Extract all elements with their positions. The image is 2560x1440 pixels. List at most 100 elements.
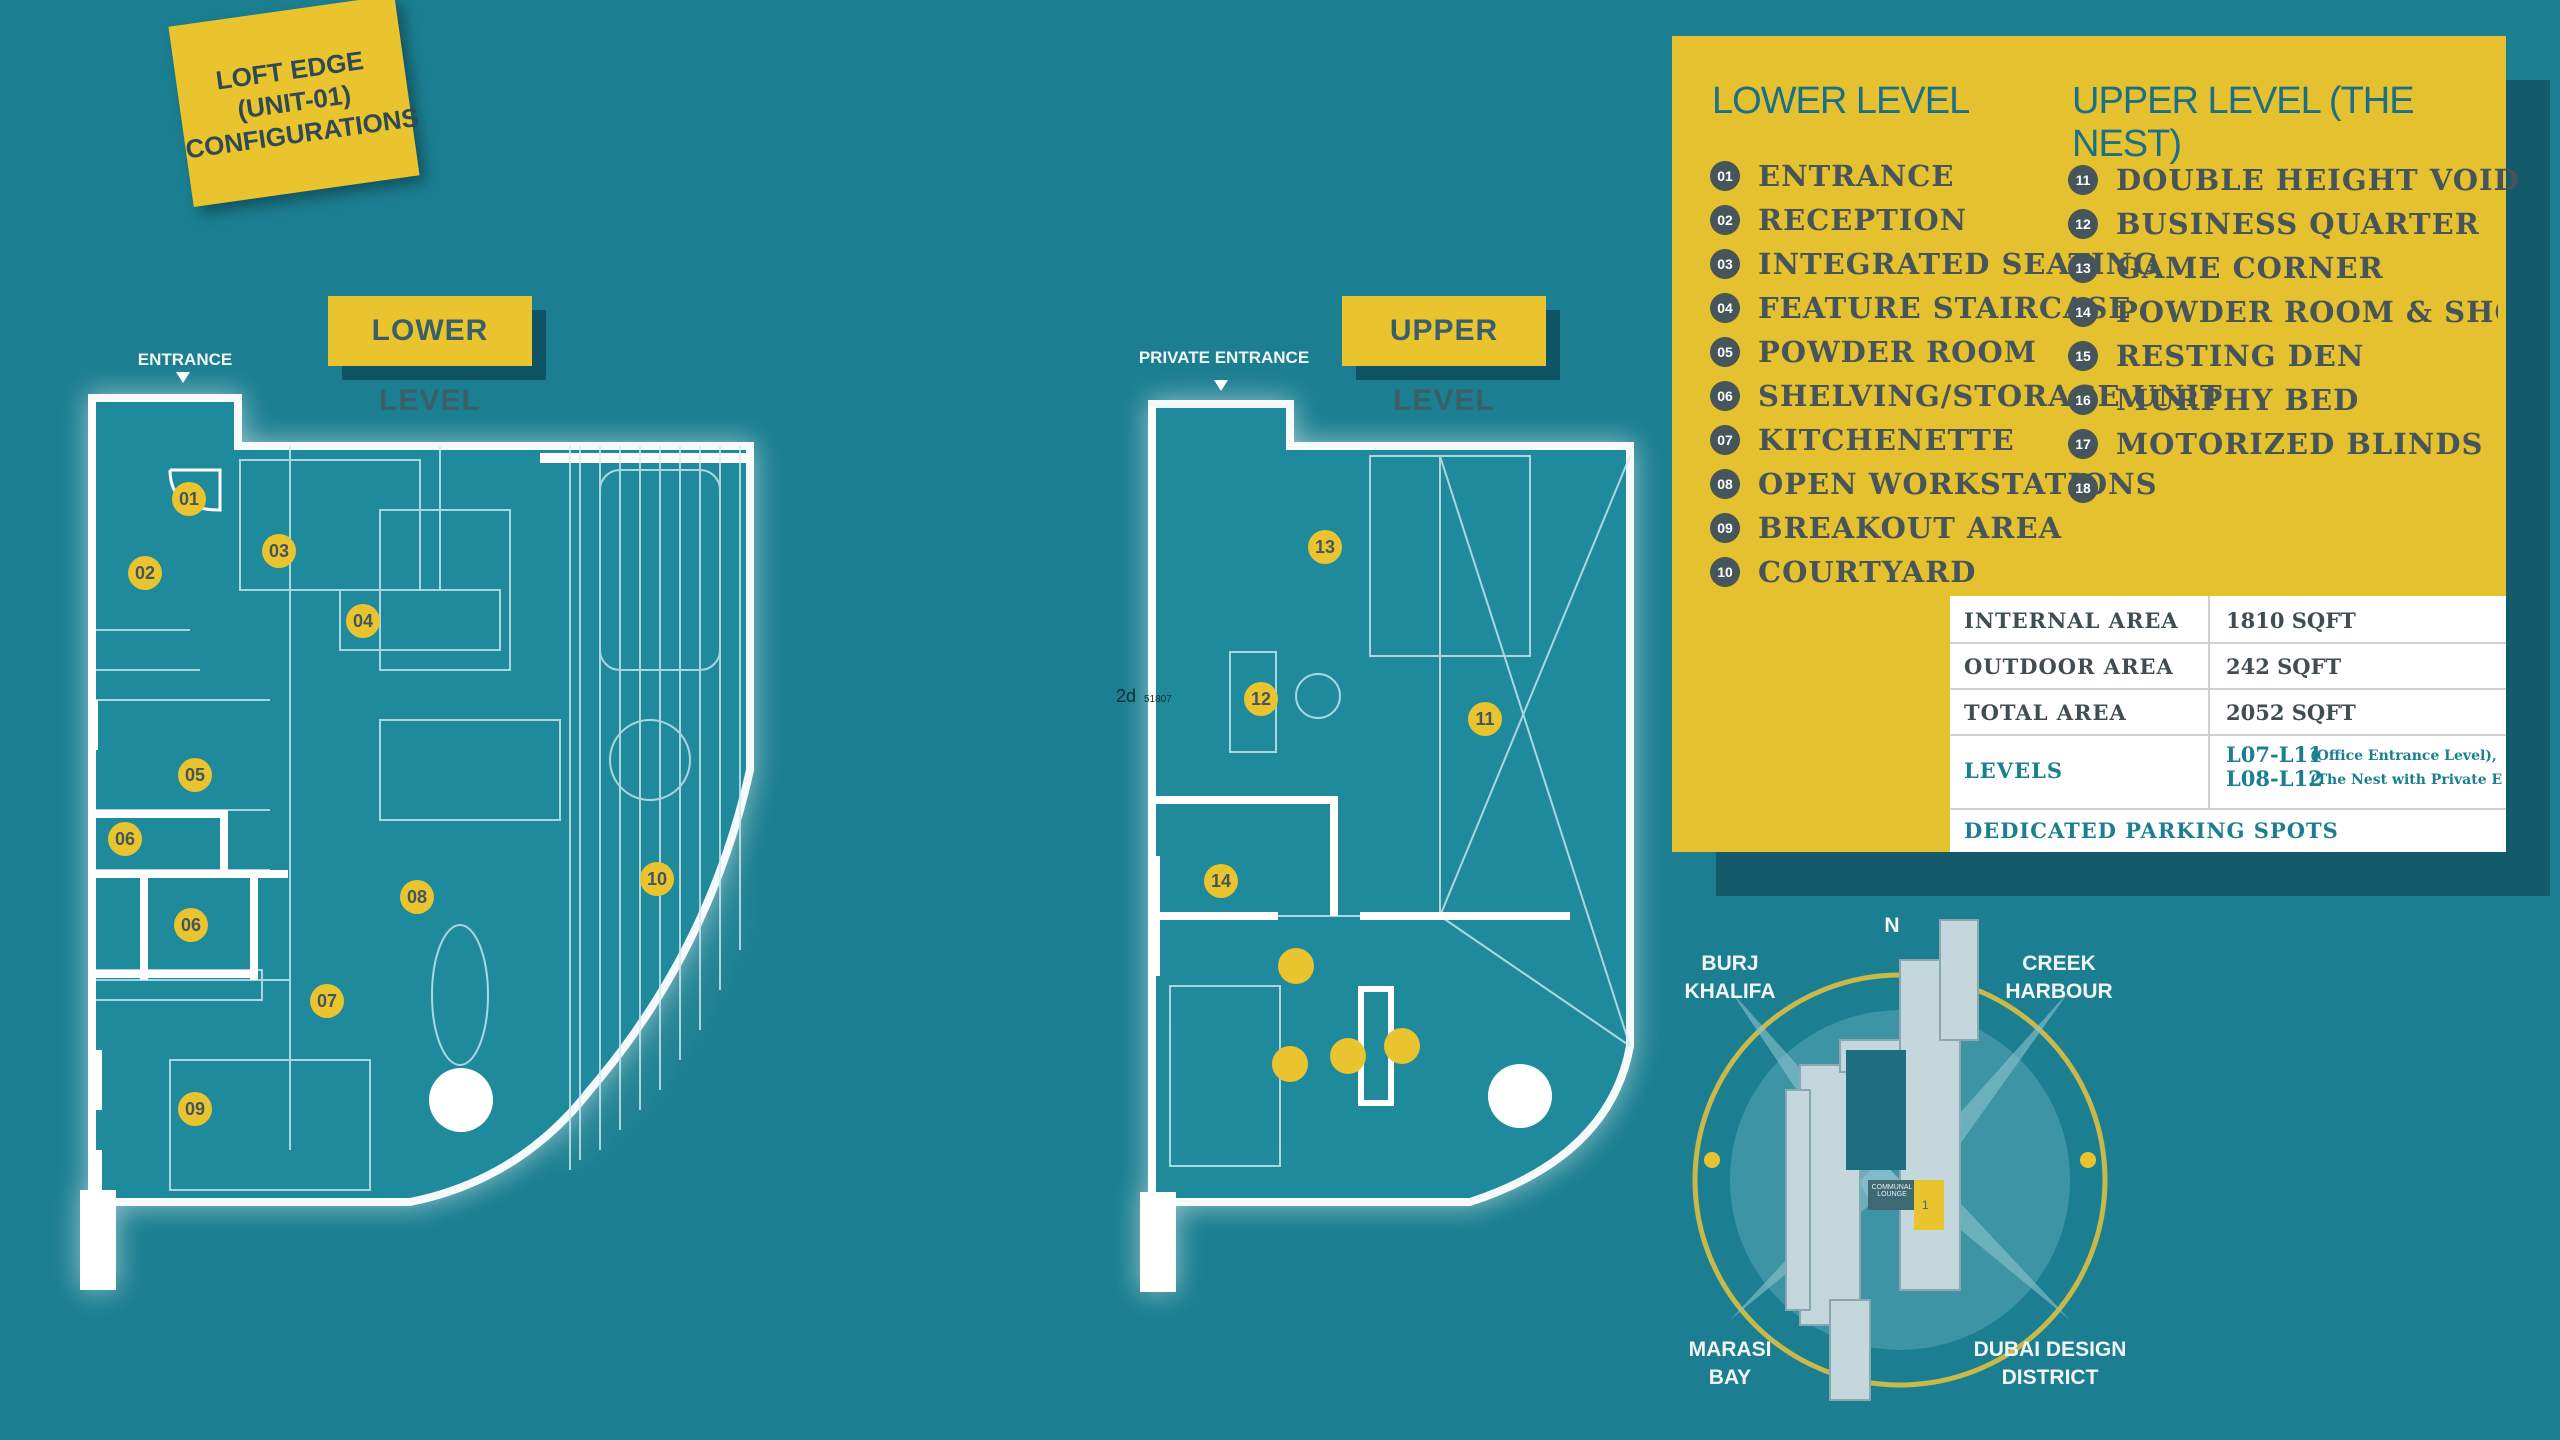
legend-num: 18 xyxy=(2068,473,2098,503)
legend-item-05: 05 POWDER ROOM xyxy=(1710,332,2037,372)
legend-num: 13 xyxy=(2068,253,2098,283)
legend-label: DOUBLE HEIGHT VOID xyxy=(2116,163,2520,197)
legend-num: 01 xyxy=(1710,161,1740,191)
levels-note-2: (The Nest with Private Entrance) xyxy=(2310,772,2502,788)
lower-badge-09: 09 xyxy=(178,1092,212,1126)
upper-badge-13: 13 xyxy=(1308,530,1342,564)
legend-num: 05 xyxy=(1710,337,1740,367)
legend-item-10: 10 COURTYARD xyxy=(1710,552,1976,592)
burj-khalifa-label: BURJ KHALIFA xyxy=(1684,952,1776,1003)
legend-item-07: 07 KITCHENETTE xyxy=(1710,420,2015,460)
unit-marker: 1 xyxy=(1922,1198,1929,1212)
lower-floor-plan: 01 02 03 04 05 06 06 07 08 09 10 xyxy=(70,390,770,1320)
area-row-levels: LEVELS L07-L11 (Office Entrance Level), … xyxy=(1950,734,2506,810)
legend-num: 15 xyxy=(2068,341,2098,371)
lower-badge-06b: 06 xyxy=(174,908,208,942)
lower-entrance-arrow xyxy=(176,372,190,383)
legend-num: 02 xyxy=(1710,205,1740,235)
upper-entrance-arrow xyxy=(1214,380,1228,391)
levels-value-2: L08-L12 xyxy=(2226,766,2323,791)
legend-label: POWDER ROOM xyxy=(1758,335,2037,369)
legend-label: RESTING DEN xyxy=(2116,339,2365,373)
lower-level-tag: LOWER LEVEL xyxy=(328,296,532,417)
legend-num: 14 xyxy=(2068,297,2098,327)
legend-num: 08 xyxy=(1710,469,1740,499)
legend-item-17: 17 MOTORIZED BLINDS xyxy=(2068,424,2483,464)
communal-lounge-label: COMMUNAL LOUNGE xyxy=(1871,1184,1913,1198)
legend-item-12: 12 BUSINESS QUARTER xyxy=(2068,204,2480,244)
upper-floor-plan: 13 12 11 14 xyxy=(1130,396,1650,1320)
legend-item-16: 16 MURPHY BED xyxy=(2068,380,2359,420)
legend-item-18: 18 xyxy=(2068,468,2116,508)
legend-item-02: 02 RECEPTION xyxy=(1710,200,1967,240)
lower-entrance-label: ENTRANCE xyxy=(137,350,233,369)
legend-item-11: 11 DOUBLE HEIGHT VOID xyxy=(2068,160,2520,200)
legend-num: 06 xyxy=(1710,381,1740,411)
stray-label: 2d xyxy=(1116,686,1137,706)
levels-value-1: L07-L11 xyxy=(2226,742,2323,767)
legend-label: RECEPTION xyxy=(1758,203,1968,237)
dubai-design-district-label: DUBAI DESIGN DISTRICT xyxy=(1973,1338,2127,1389)
creek-harbour-label: CREEK HARBOUR xyxy=(2005,952,2113,1003)
legend-num: 10 xyxy=(1710,557,1740,587)
outdoor-area-value: 242 SQFT xyxy=(2226,654,2342,679)
lower-badge-04: 04 xyxy=(346,604,380,638)
legend-item-15: 15 RESTING DEN xyxy=(2068,336,2364,376)
lower-badge-03: 03 xyxy=(262,534,296,568)
legend-label: MOTORIZED BLINDS xyxy=(2116,427,2484,461)
legend-lower-title: LOWER LEVEL xyxy=(1712,80,1970,122)
location-map: N BURJ KHALIFA CREEK HARBOUR MARASI BAY … xyxy=(1670,900,2130,1410)
area-row-parking: DEDICATED PARKING SPOTS xyxy=(1950,808,2506,852)
levels-label: LEVELS xyxy=(1964,758,2064,783)
legend-num: 07 xyxy=(1710,425,1740,455)
upper-level-tag: UPPER LEVEL xyxy=(1342,296,1546,417)
lower-badge-06a: 06 xyxy=(108,822,142,856)
parking-label: DEDICATED PARKING SPOTS xyxy=(1964,818,2339,843)
legend-label: BREAKOUT AREA xyxy=(1758,511,2063,545)
legend-num: 04 xyxy=(1710,293,1740,323)
legend-label: GAME CORNER xyxy=(2116,251,2384,285)
internal-area-value: 1810 SQFT xyxy=(2226,608,2356,633)
legend-label: MURPHY BED xyxy=(2116,383,2360,417)
area-table-divider xyxy=(2208,596,2210,810)
legend-label: COURTYARD xyxy=(1758,555,1977,589)
lower-badge-07: 07 xyxy=(310,984,344,1018)
lower-badge-10: 10 xyxy=(640,862,674,896)
legend-num: 11 xyxy=(2068,165,2098,195)
upper-badge-11: 11 xyxy=(1468,702,1502,736)
configurations-sticky-note: LOFT EDGE (UNIT-01) CONFIGURATIONS xyxy=(168,0,420,207)
legend-num: 16 xyxy=(2068,385,2098,415)
marasi-bay-label: MARASI BAY xyxy=(1688,1338,1772,1389)
legend-label: BUSINESS QUARTER xyxy=(2116,207,2480,241)
area-row-internal: INTERNAL AREA 1810 SQFT xyxy=(1950,596,2506,644)
lower-badge-08: 08 xyxy=(400,880,434,914)
area-table: INTERNAL AREA 1810 SQFT OUTDOOR AREA 242… xyxy=(1950,596,2506,852)
upper-badge-12: 12 xyxy=(1244,682,1278,716)
legend-label: ENTRANCE xyxy=(1758,159,1955,193)
internal-area-label: INTERNAL AREA xyxy=(1964,608,2179,633)
upper-entrance-label: PRIVATE ENTRANCE xyxy=(1138,348,1310,367)
lower-badge-05: 05 xyxy=(178,758,212,792)
legend-num: 12 xyxy=(2068,209,2098,239)
legend-num: 17 xyxy=(2068,429,2098,459)
outdoor-area-label: OUTDOOR AREA xyxy=(1964,654,2174,679)
legend-num: 03 xyxy=(1710,249,1740,279)
area-row-outdoor: OUTDOOR AREA 242 SQFT xyxy=(1950,642,2506,690)
legend-item-01: 01 ENTRANCE xyxy=(1710,156,1955,196)
area-row-total: TOTAL AREA 2052 SQFT xyxy=(1950,688,2506,736)
north-label: N xyxy=(1884,914,1900,937)
legend-label: KITCHENETTE xyxy=(1758,423,2015,457)
legend-item-06: 06 SHELVING/STORAGE UNIT xyxy=(1710,376,2223,416)
total-area-label: TOTAL AREA xyxy=(1964,700,2127,725)
legend-label: SHELVING/STORAGE UNIT xyxy=(1758,379,2223,413)
upper-badge-14: 14 xyxy=(1204,864,1238,898)
total-area-value: 2052 SQFT xyxy=(2226,700,2356,725)
levels-note-1: (Office Entrance Level), xyxy=(2310,748,2497,764)
legend-num: 09 xyxy=(1710,513,1740,543)
stray-small-label: 51807 xyxy=(1144,694,1172,705)
legend-upper-title: UPPER LEVEL (THE NEST) xyxy=(2072,80,2415,165)
lower-badge-01: 01 xyxy=(172,482,206,516)
legend-item-09: 09 BREAKOUT AREA xyxy=(1710,508,2062,548)
lower-badge-02: 02 xyxy=(128,556,162,590)
